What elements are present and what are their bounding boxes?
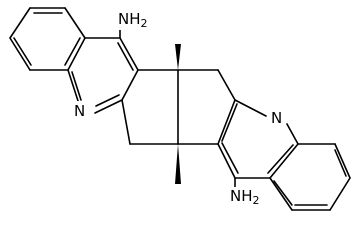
molecule-diagram: NH2 N N NH2 xyxy=(9,7,351,211)
bond-lines xyxy=(9,7,351,211)
bond xyxy=(221,142,239,174)
svg-text:NH2: NH2 xyxy=(230,187,260,207)
atom-label-amine-bottom: NH2 xyxy=(228,187,264,207)
nitrogen-left-text: N xyxy=(74,102,85,120)
amine-top-text: NH xyxy=(118,10,141,28)
bond xyxy=(71,71,82,101)
bond xyxy=(269,177,293,211)
bond xyxy=(67,69,81,108)
methyl-wedge-top xyxy=(175,44,181,70)
atom-label-amine-top: NH2 xyxy=(114,10,148,30)
methyl-wedge-bottom xyxy=(175,144,181,184)
amine-bottom-text: NH xyxy=(230,187,253,205)
bond xyxy=(94,99,123,114)
bond xyxy=(9,7,31,39)
bond xyxy=(217,69,236,101)
bond xyxy=(269,143,299,179)
bond xyxy=(217,99,236,145)
bond xyxy=(286,123,299,145)
svg-text:NH2: NH2 xyxy=(118,10,148,30)
bond xyxy=(117,42,134,71)
bond xyxy=(217,143,236,179)
bond xyxy=(273,180,293,206)
amine-bottom-subscript: 2 xyxy=(253,194,260,207)
bond xyxy=(121,69,139,101)
bond xyxy=(64,7,86,39)
bond xyxy=(334,149,347,177)
atom-label-nitrogen-left: N xyxy=(74,101,88,121)
bond xyxy=(64,37,81,66)
bond xyxy=(267,144,294,174)
atom-label-nitrogen-right: N xyxy=(268,107,284,127)
bond xyxy=(13,37,32,66)
bond xyxy=(9,37,31,71)
bond xyxy=(329,177,351,211)
bond xyxy=(95,94,120,107)
bond xyxy=(221,103,238,142)
nitrogen-right-text: N xyxy=(271,109,282,127)
bond xyxy=(234,99,267,117)
bond xyxy=(119,37,139,71)
bond xyxy=(121,99,131,145)
bond xyxy=(67,37,86,71)
bond xyxy=(334,143,351,179)
amine-top-subscript: 2 xyxy=(141,17,148,30)
